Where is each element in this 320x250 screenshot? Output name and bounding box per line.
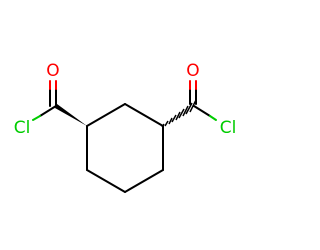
molecule-drawing: O O Cl Cl bbox=[14, 61, 237, 193]
ring-bond-5 bbox=[86, 169, 126, 193]
cyclohexane-ring bbox=[86, 103, 164, 193]
ccl-bond-left-green bbox=[32, 115, 41, 121]
ccl-bond-right bbox=[193, 105, 211, 117]
oxygen-label-left: O bbox=[46, 61, 59, 81]
ring-bond-1 bbox=[86, 103, 126, 127]
ring-bond-4 bbox=[124, 169, 164, 193]
hash-bond-right bbox=[161, 99, 197, 128]
ccl-bond-left bbox=[39, 105, 57, 117]
carbonyl-left bbox=[49, 80, 57, 107]
chlorine-label-left: Cl bbox=[14, 118, 31, 138]
carbonyl-right bbox=[189, 80, 197, 105]
oxygen-label-right: O bbox=[186, 61, 199, 81]
wedge-bond-left bbox=[55, 104, 87, 126]
structure-canvas: O O Cl Cl bbox=[14, 61, 237, 193]
ccl-bond-right-green bbox=[209, 115, 217, 121]
chlorine-label-right: Cl bbox=[220, 118, 237, 138]
ring-bond-2 bbox=[124, 103, 164, 127]
